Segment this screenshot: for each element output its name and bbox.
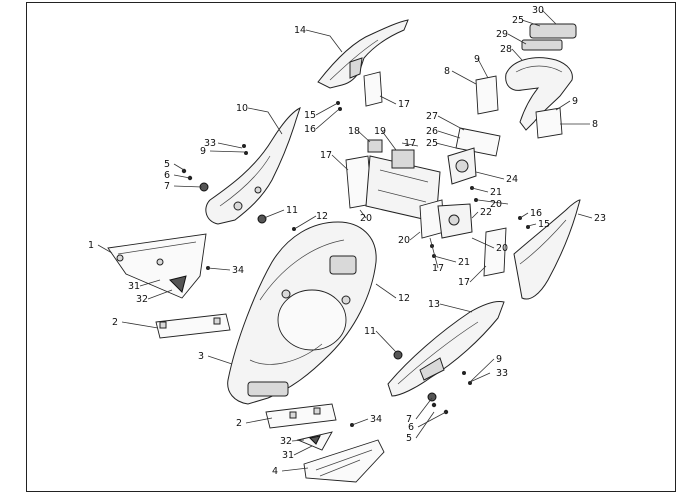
- callout-10: 10: [236, 103, 248, 114]
- callout-14: 14: [294, 25, 306, 36]
- callout-9c: 9: [572, 96, 578, 107]
- callout-11a: 11: [286, 205, 298, 216]
- part-14-upper-fairing: [317, 19, 409, 89]
- callout-8b: 8: [592, 119, 598, 130]
- callout-9a: 9: [200, 146, 206, 157]
- part-3-underseat-tub: [227, 221, 377, 405]
- callout-2b: 2: [236, 418, 242, 429]
- callout-24: 24: [506, 174, 518, 185]
- part-1-decal-panel: [107, 233, 207, 299]
- callout-5b: 5: [406, 433, 412, 444]
- callout-17c: 17: [404, 138, 416, 149]
- callout-29: 29: [496, 29, 508, 40]
- callout-9b: 9: [474, 54, 480, 65]
- callout-9d: 9: [496, 354, 502, 365]
- callout-23: 23: [594, 213, 606, 224]
- part-22-module: [437, 203, 473, 239]
- part-24-27-plates: [447, 127, 501, 185]
- leader-lines: [97, 9, 593, 472]
- part-23-rear-fairing: [513, 199, 581, 300]
- part-17-small-pad: [363, 71, 383, 107]
- part-2-clip-left: [155, 313, 231, 339]
- callout-34b: 34: [370, 414, 382, 425]
- callout-21b: 21: [458, 257, 470, 268]
- callout-5a: 5: [164, 159, 170, 170]
- callout-16a: 16: [304, 124, 316, 135]
- callout-21a: 21: [490, 187, 502, 198]
- callout-18: 18: [348, 126, 360, 137]
- callout-31a: 31: [128, 281, 140, 292]
- callout-22: 22: [480, 207, 492, 218]
- part-17-strip: [483, 227, 507, 277]
- callout-34a: 34: [232, 265, 244, 276]
- callout-33b: 33: [496, 368, 508, 379]
- callout-15b: 15: [538, 219, 550, 230]
- part-10-frame-cover: [205, 107, 301, 225]
- callout-15a: 15: [304, 110, 316, 121]
- part-8-pads: [475, 75, 563, 139]
- callout-32b: 32: [280, 436, 292, 447]
- callout-25b: 25: [426, 138, 438, 149]
- callout-32a: 32: [136, 294, 148, 305]
- fasteners: [181, 101, 530, 427]
- callout-6a: 6: [164, 170, 170, 181]
- callout-20b: 20: [398, 235, 410, 246]
- callout-labels: 1 2 2 3 4 5 5 6 6 7 7 8 8 9 9 9 9 10 11 …: [88, 5, 606, 477]
- callout-17b: 17: [320, 150, 332, 161]
- callout-13: 13: [428, 299, 440, 310]
- callout-31b: 31: [282, 450, 294, 461]
- part-4-lower-decal: [303, 439, 385, 483]
- callout-17e: 17: [432, 263, 444, 274]
- callout-20d: 20: [490, 199, 502, 210]
- callout-11b: 11: [364, 326, 376, 337]
- part-17-20-center-bracket: [345, 139, 445, 239]
- part-31-32-lower: [296, 431, 333, 451]
- callout-2a: 2: [112, 317, 118, 328]
- part-2-clip-lower: [265, 403, 337, 429]
- callout-3: 3: [198, 351, 204, 362]
- callout-25a: 25: [512, 15, 524, 26]
- callout-27: 27: [426, 111, 438, 122]
- callout-19: 19: [374, 126, 386, 137]
- callout-1: 1: [88, 240, 94, 251]
- callout-4: 4: [272, 466, 278, 477]
- callout-20a: 20: [360, 213, 372, 224]
- callout-12a: 12: [316, 211, 328, 222]
- callout-12b: 12: [398, 293, 410, 304]
- part-13-side-panel: [387, 301, 505, 397]
- callout-20c: 20: [496, 243, 508, 254]
- callout-28: 28: [500, 44, 512, 55]
- callout-17a: 17: [398, 99, 410, 110]
- callout-7b: 7: [406, 414, 412, 425]
- callout-16b: 16: [530, 208, 542, 219]
- callout-17d: 17: [458, 277, 470, 288]
- callout-30: 30: [532, 5, 544, 16]
- callout-8a: 8: [444, 66, 450, 77]
- part-28-grab-handle: [505, 23, 577, 131]
- callout-26: 26: [426, 126, 438, 137]
- callout-7a: 7: [164, 181, 170, 192]
- callout-6b: 6: [408, 422, 414, 433]
- callout-33a: 33: [204, 138, 216, 149]
